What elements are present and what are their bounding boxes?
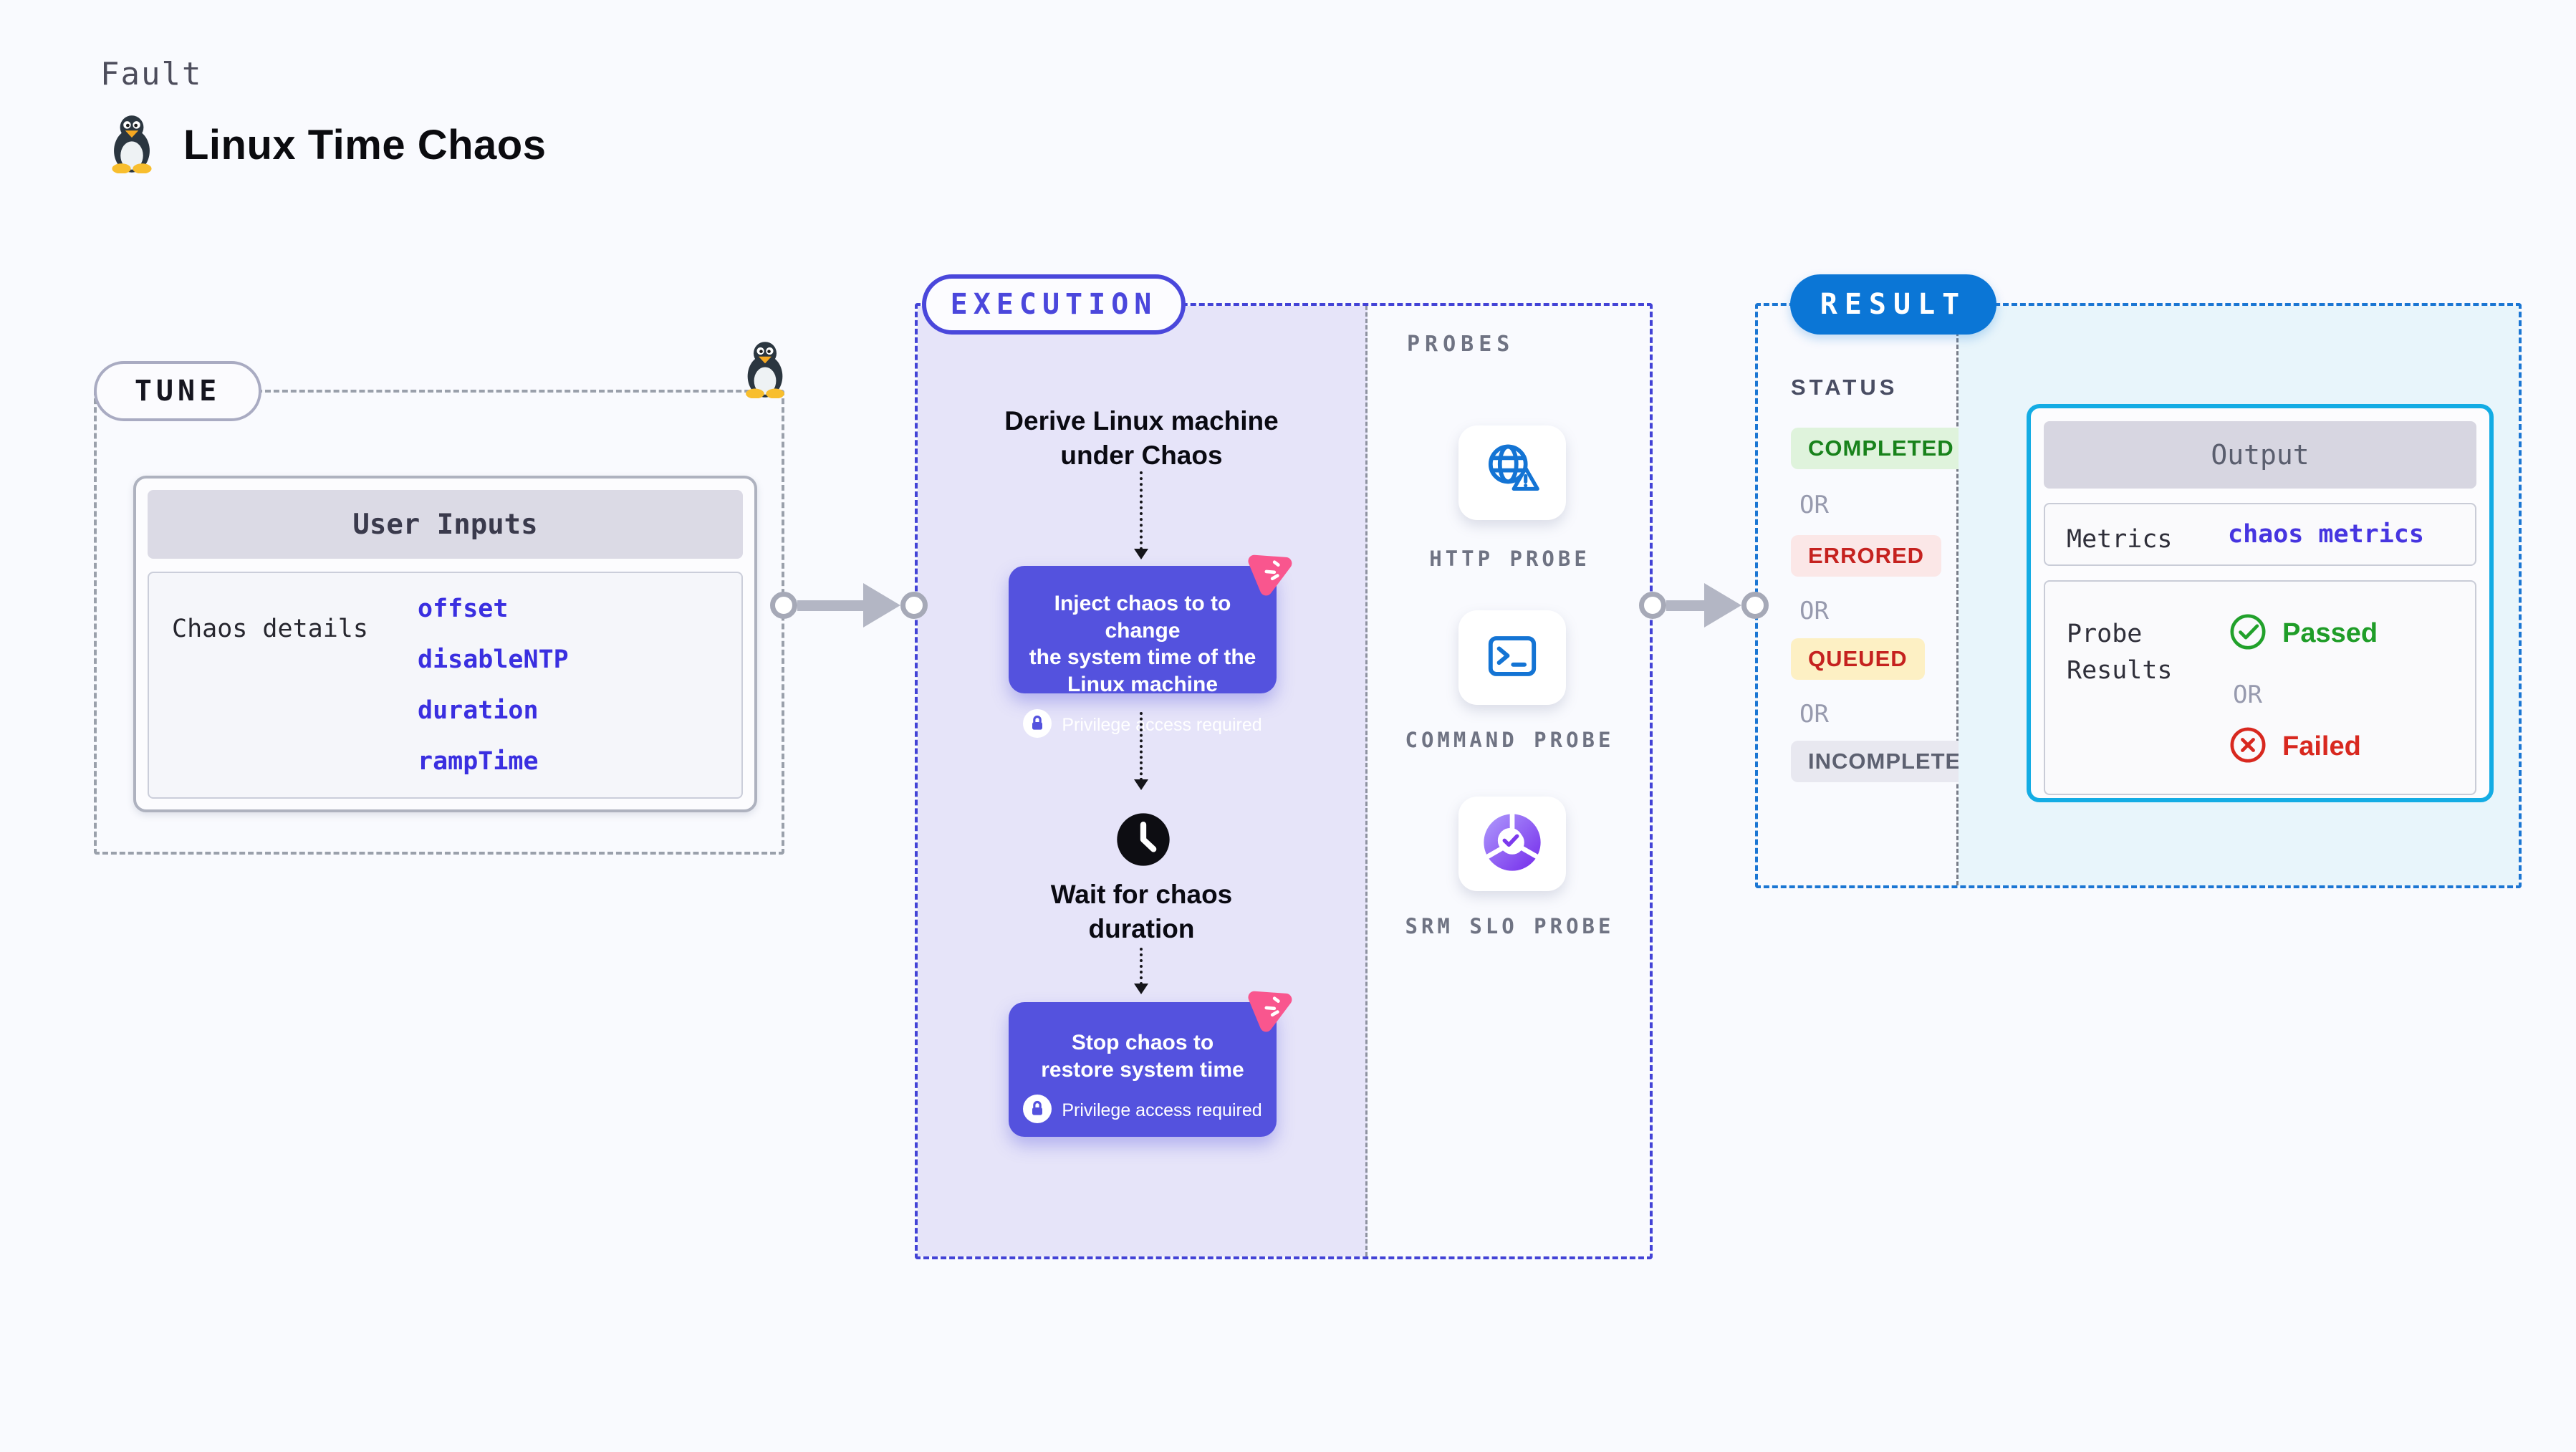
dotted-arrow <box>1134 712 1148 790</box>
terminal-icon <box>1482 626 1542 690</box>
user-inputs-body: Chaos details offset disableNTP duration… <box>148 572 743 799</box>
stop-step-text: Stop chaos to restore system time <box>1041 1031 1244 1082</box>
param-link-disablentp[interactable]: disableNTP <box>418 645 569 674</box>
privilege-note: Privilege access required <box>1062 1100 1262 1120</box>
execution-pill: EXECUTION <box>922 274 1186 335</box>
arrow-shaft <box>1666 600 1704 611</box>
status-badge-errored: ERRORED <box>1791 535 1942 577</box>
tune-section: TUNE User Inputs Chaos details offset di… <box>94 342 784 855</box>
output-card: Output Metrics chaos metrics Probe Resul… <box>2027 404 2494 802</box>
x-circle-icon <box>2228 725 2268 769</box>
user-inputs-card: User Inputs Chaos details offset disable… <box>133 476 757 812</box>
probe-results-label: Probe Results <box>2067 620 2173 685</box>
command-probe-card <box>1458 610 1566 705</box>
check-circle-icon <box>2228 612 2268 655</box>
metrics-label: Metrics <box>2067 525 2173 554</box>
metrics-row: Metrics chaos metrics <box>2044 503 2476 566</box>
arrow-probes-to-result <box>1639 583 1769 628</box>
failed-label: Failed <box>2282 731 2361 761</box>
chaos-details-label: Chaos details <box>172 615 368 643</box>
slo-donut-icon <box>1481 812 1543 877</box>
chaos-pink-icon <box>1241 977 1302 1041</box>
inject-chaos-step: Inject chaos to to change the system tim… <box>1009 554 1292 738</box>
dotted-arrow <box>1134 948 1148 994</box>
srm-slo-probe-card <box>1458 797 1566 891</box>
connector-node <box>900 592 928 619</box>
param-link-ramptime[interactable]: rampTime <box>418 747 539 776</box>
page-kicker: Fault <box>100 56 203 92</box>
execution-flow-area: Derive Linux machine under Chaos Inject … <box>918 306 1368 1256</box>
or-label: OR <box>1799 700 1829 729</box>
page-header: Linux Time Chaos <box>102 113 546 177</box>
connector-node <box>1741 592 1769 619</box>
connector-node <box>770 592 797 619</box>
probes-label: PROBES <box>1407 332 1515 357</box>
passed-verdict: Passed <box>2228 612 2378 655</box>
tux-penguin-icon <box>102 113 162 177</box>
lock-icon <box>1023 709 1052 741</box>
probe-results-row: Probe Results Passed OR <box>2044 580 2476 795</box>
execution-probes-section: EXECUTION Derive Linux machine under Cha… <box>915 274 1653 1259</box>
failed-verdict: Failed <box>2228 725 2361 769</box>
lock-icon <box>1023 1095 1052 1127</box>
arrow-head <box>863 583 900 628</box>
arrow-tune-to-execution <box>770 583 928 628</box>
probes-area: PROBES HTTP PROBE <box>1370 306 1650 1256</box>
wait-step-text: Wait for chaos duration <box>1050 880 1233 944</box>
inject-step-text: Inject chaos to to change the system tim… <box>1029 592 1256 696</box>
dotted-arrow <box>1134 471 1148 559</box>
http-probe-card <box>1458 425 1566 520</box>
stop-chaos-step: Stop chaos to restore system time Privil… <box>1009 991 1292 1137</box>
output-region: Output Metrics chaos metrics Probe Resul… <box>1959 306 2519 885</box>
user-inputs-title: User Inputs <box>148 490 743 559</box>
privilege-note: Privilege access required <box>1062 715 1262 735</box>
output-title: Output <box>2044 421 2476 489</box>
tux-penguin-small-icon <box>736 340 794 402</box>
status-column: STATUS COMPLETED OR ERRORED OR QUEUED OR… <box>1758 306 1995 885</box>
status-badge-queued: QUEUED <box>1791 638 1925 680</box>
chaos-params-list: offset disableNTP duration rampTime <box>418 595 569 776</box>
chaos-pink-icon <box>1241 541 1302 605</box>
tune-pill: TUNE <box>94 361 261 421</box>
chaos-metrics-link[interactable]: chaos metrics <box>2228 520 2424 549</box>
status-badge-completed: COMPLETED <box>1791 428 1971 469</box>
status-badge-incompleted: INCOMPLETED <box>1791 741 1995 782</box>
arrow-shaft <box>797 600 863 611</box>
or-label: OR <box>2233 681 2262 709</box>
or-label: OR <box>1799 597 1829 625</box>
result-section: RESULT STATUS COMPLETED OR ERRORED OR QU… <box>1755 274 2522 888</box>
connector-node <box>1639 592 1666 619</box>
http-probe-label: HTTP PROBE <box>1429 547 1590 571</box>
param-link-duration[interactable]: duration <box>418 696 539 725</box>
clock-icon <box>1115 811 1172 872</box>
result-pill: RESULT <box>1790 274 1996 335</box>
globe-alert-icon <box>1479 438 1545 508</box>
or-label: OR <box>1799 491 1829 519</box>
srm-slo-probe-label: SRM SLO PROBE <box>1405 914 1615 938</box>
arrow-head <box>1704 583 1741 628</box>
param-link-offset[interactable]: offset <box>418 595 509 623</box>
derive-step-text: Derive Linux machine under Chaos <box>1004 406 1279 471</box>
command-probe-label: COMMAND PROBE <box>1405 728 1615 752</box>
passed-label: Passed <box>2282 618 2378 648</box>
page-title: Linux Time Chaos <box>183 122 547 168</box>
status-label: STATUS <box>1791 375 1898 400</box>
